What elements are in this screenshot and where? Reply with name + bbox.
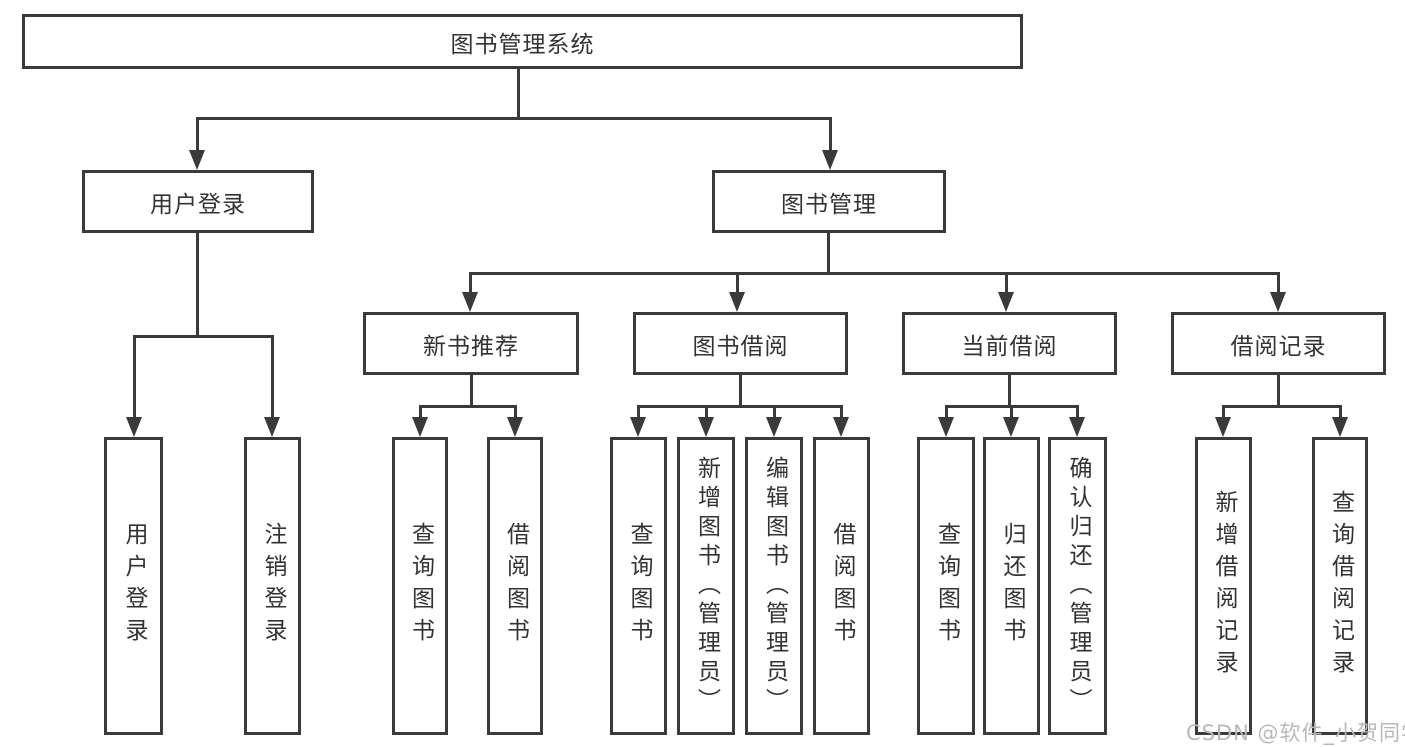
- node-borrow-records-label: 借阅记录: [1230, 333, 1327, 360]
- leaf-borrow-books-borrow: 借阅图书: [813, 437, 870, 735]
- connector-line: [133, 335, 274, 338]
- arrow-down-icon: [729, 292, 745, 312]
- connector-line: [945, 405, 948, 420]
- arrow-down-icon: [1270, 292, 1286, 312]
- node-new-book-recommend: 新书推荐: [363, 312, 579, 375]
- node-book-management: 图书管理: [712, 170, 946, 233]
- connector-line: [469, 272, 1280, 275]
- csdn-watermark: CSDN @软件_小贺同学: [1186, 721, 1405, 745]
- connector-line: [470, 375, 473, 406]
- arrow-down-icon: [1332, 417, 1348, 437]
- connector-line: [840, 405, 843, 420]
- node-new-book-recommend-label: 新书推荐: [423, 333, 519, 360]
- connector-line: [419, 405, 422, 420]
- connector-line: [829, 117, 832, 155]
- leaf-add-books-admin: 新增图书（管理员）: [677, 437, 735, 735]
- connector-line: [419, 405, 517, 408]
- leaf-query-books-borrow-label: 查询图书: [626, 522, 652, 650]
- connector-line: [1010, 405, 1013, 420]
- leaf-return-books-label: 归还图书: [999, 522, 1025, 650]
- connector-line: [1222, 405, 1225, 420]
- arrow-down-icon: [126, 417, 142, 437]
- arrow-down-icon: [698, 417, 714, 437]
- arrow-down-icon: [1003, 417, 1019, 437]
- connector-line: [705, 405, 708, 420]
- connector-line: [271, 335, 274, 420]
- leaf-borrow-books-newbook: 借阅图书: [487, 437, 543, 735]
- node-borrow-records: 借阅记录: [1171, 312, 1386, 375]
- node-user-login-label: 用户登录: [150, 191, 246, 218]
- connector-line: [773, 405, 776, 420]
- node-user-login: 用户登录: [82, 170, 314, 233]
- leaf-query-books-newbook-label: 查询图书: [407, 522, 434, 650]
- leaf-return-books: 归还图书: [983, 437, 1040, 735]
- arrow-down-icon: [766, 417, 782, 437]
- leaf-query-books-current-label: 查询图书: [933, 522, 960, 650]
- arrow-down-icon: [264, 417, 280, 437]
- leaf-query-borrow-record-label: 查询借阅记录: [1327, 490, 1354, 682]
- leaf-query-books-borrow: 查询图书: [610, 437, 667, 735]
- arrow-down-icon: [822, 150, 838, 170]
- connector-line: [1008, 375, 1011, 406]
- node-root-label: 图书管理系统: [450, 31, 595, 58]
- arrow-down-icon: [630, 417, 646, 437]
- leaf-confirm-return-admin: 确认归还（管理员）: [1048, 437, 1107, 735]
- connector-line: [1076, 405, 1079, 420]
- leaf-borrow-books-borrow-label: 借阅图书: [829, 522, 855, 650]
- arrow-down-icon: [462, 292, 478, 312]
- leaf-add-borrow-record-label: 新增借阅记录: [1211, 490, 1237, 682]
- leaf-logout: 注销登录: [244, 437, 301, 735]
- arrow-down-icon: [507, 417, 523, 437]
- connector-line: [469, 272, 472, 296]
- node-root-library-system: 图书管理系统: [22, 14, 1023, 69]
- arrow-down-icon: [189, 150, 205, 170]
- connector-line: [739, 375, 742, 406]
- node-current-borrow: 当前借阅: [902, 312, 1117, 375]
- arrow-down-icon: [938, 417, 954, 437]
- connector-line: [1277, 272, 1280, 296]
- leaf-add-books-admin-label: 新增图书（管理员）: [693, 455, 720, 717]
- leaf-borrow-books-newbook-label: 借阅图书: [502, 522, 529, 650]
- connector-line: [1277, 375, 1280, 406]
- connector-line: [736, 272, 739, 296]
- node-book-borrow-label: 图书借阅: [692, 333, 789, 360]
- arrow-down-icon: [1069, 417, 1085, 437]
- arrow-down-icon: [998, 292, 1014, 312]
- connector-line: [827, 233, 830, 273]
- leaf-query-borrow-record: 查询借阅记录: [1312, 437, 1368, 735]
- connector-line: [637, 405, 640, 420]
- connector-line: [1222, 405, 1342, 408]
- connector-line: [1005, 272, 1008, 296]
- leaf-edit-books-admin-label: 编辑图书（管理员）: [761, 455, 788, 717]
- arrow-down-icon: [412, 417, 428, 437]
- connector-line: [637, 405, 843, 408]
- arrow-down-icon: [1215, 417, 1231, 437]
- connector-line: [133, 335, 136, 420]
- leaf-user-login: 用户登录: [104, 437, 163, 735]
- leaf-query-books-newbook: 查询图书: [392, 437, 448, 735]
- leaf-user-login-label: 用户登录: [121, 522, 147, 650]
- node-book-management-label: 图书管理: [781, 191, 877, 218]
- arrow-down-icon: [833, 417, 849, 437]
- leaf-logout-label: 注销登录: [260, 522, 286, 650]
- connector-line: [514, 405, 517, 420]
- leaf-confirm-return-admin-label: 确认归还（管理员）: [1065, 455, 1091, 717]
- connector-line: [1339, 405, 1342, 420]
- node-book-borrow: 图书借阅: [633, 312, 848, 375]
- connector-line: [196, 117, 199, 155]
- node-current-borrow-label: 当前借阅: [961, 333, 1058, 360]
- connector-line: [196, 233, 199, 335]
- connector-line: [517, 68, 520, 118]
- leaf-edit-books-admin: 编辑图书（管理员）: [745, 437, 803, 735]
- leaf-query-books-current: 查询图书: [917, 437, 975, 735]
- leaf-add-borrow-record: 新增借阅记录: [1195, 437, 1252, 735]
- connector-line: [196, 117, 832, 120]
